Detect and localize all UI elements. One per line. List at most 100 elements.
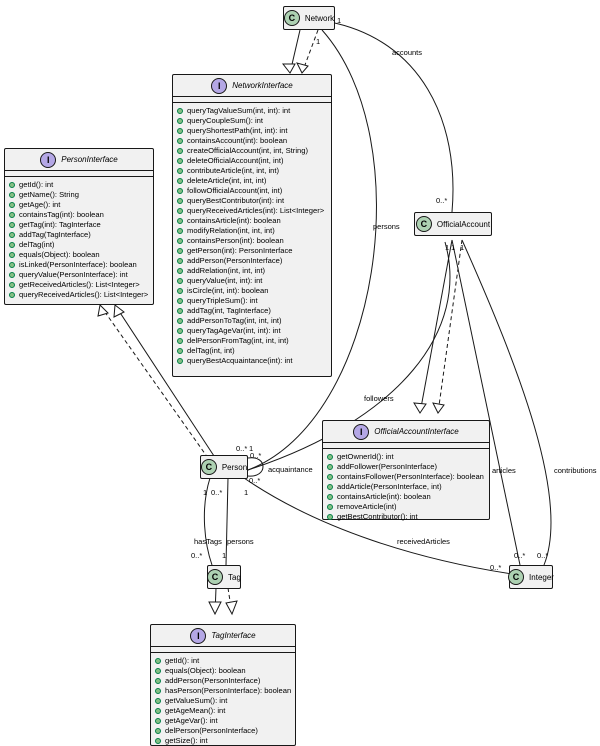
multiplicity-label: 0..* (436, 196, 448, 205)
method-signature: getAgeMean(): int (165, 706, 226, 715)
method-row: getAge(): int (9, 200, 149, 210)
public-visibility-icon (177, 128, 183, 134)
method-signature: getReceivedArticles(): List<Integer> (19, 280, 140, 289)
association-label: acquaintance (268, 465, 313, 474)
method-row: equals(Object): boolean (155, 666, 291, 676)
multiplicity-label: 0..* (514, 551, 526, 560)
public-visibility-icon (327, 454, 333, 460)
method-row: getReceivedArticles(): List<Integer> (9, 280, 149, 290)
method-row: containsPerson(int): boolean (177, 236, 327, 246)
method-row: queryCoupleSum(): int (177, 116, 327, 126)
method-signature: modifyRelation(int, int, int) (187, 226, 275, 235)
public-visibility-icon (9, 272, 15, 278)
method-signature: equals(Object): boolean (165, 666, 246, 675)
method-row: getSize(): int (155, 736, 291, 746)
class-badge-icon: C (508, 569, 525, 585)
class-network[interactable]: C Network (283, 6, 335, 30)
interface-networkinterface[interactable]: I NetworkInterface queryTagValueSum(int,… (172, 74, 332, 377)
method-signature: containsAccount(int): boolean (187, 136, 288, 145)
public-visibility-icon (155, 668, 161, 674)
arrowhead-taginterface-1 (208, 601, 222, 616)
public-visibility-icon (9, 222, 15, 228)
interface-badge-icon: I (40, 151, 57, 168)
method-signature: isCircle(int, int): boolean (187, 286, 269, 295)
public-visibility-icon (9, 242, 15, 248)
method-row: addTag(int, TagInterface) (177, 306, 327, 316)
method-row: addPerson(PersonInterface) (155, 676, 291, 686)
class-badge-icon: C (283, 10, 300, 26)
method-row: queryShortestPath(int, int): int (177, 126, 327, 136)
interface-officialaccountinterface[interactable]: I OfficialAccountInterface getOwnerId():… (322, 420, 490, 522)
fields-separator (5, 171, 153, 177)
arrowhead-taginterface-2 (225, 600, 238, 616)
method-row: isLinked(PersonInterface): boolean (9, 260, 149, 270)
method-row: queryTagAgeVar(int, int): int (177, 326, 327, 336)
public-visibility-icon (177, 218, 183, 224)
method-row: queryTripleSum(): int (177, 296, 327, 306)
multiplicity-label: 1 (460, 243, 465, 252)
class-tag[interactable]: C Tag (207, 565, 241, 589)
method-signature: queryTagAgeVar(int, int): int (187, 326, 281, 335)
association-contributions (461, 239, 552, 566)
association-accounts (329, 21, 454, 213)
public-visibility-icon (177, 118, 183, 124)
association-acquaintance (247, 457, 264, 477)
class-title: Network (304, 13, 335, 23)
class-officialaccount[interactable]: C OfficialAccount (414, 212, 492, 236)
multiplicity-label: 0..* (490, 563, 502, 572)
multiplicity-label: 1 (445, 243, 450, 252)
association-label: accounts (392, 48, 423, 57)
public-visibility-icon (327, 474, 333, 480)
method-signature: getPerson(int): PersonInterface (187, 246, 293, 255)
method-signature: isLinked(PersonInterface): boolean (19, 260, 137, 269)
method-signature: queryReceivedArticles(): List<Integer> (19, 290, 149, 299)
public-visibility-icon (177, 288, 183, 294)
method-row: equals(Object): boolean (9, 250, 149, 260)
interface-title: NetworkInterface (232, 81, 293, 90)
multiplicity-label: 0..* (250, 451, 262, 460)
public-visibility-icon (155, 698, 161, 704)
public-visibility-icon (177, 278, 183, 284)
fields-separator (173, 97, 331, 103)
method-row: containsFollower(PersonInterface): boole… (327, 472, 485, 482)
public-visibility-icon (177, 178, 183, 184)
method-row: getPerson(int): PersonInterface (177, 246, 327, 256)
class-title: Tag (228, 572, 241, 582)
method-signature: removeArticle(int) (337, 502, 397, 511)
method-row: addArticle(PersonInterface, int) (327, 482, 485, 492)
method-row: queryBestContributor(int): int (177, 196, 327, 206)
public-visibility-icon (327, 514, 333, 520)
multiplicity-label: 1 (451, 243, 456, 252)
method-row: deleteArticle(int, int, int) (177, 176, 327, 186)
method-signature: addTag(int, TagInterface) (187, 306, 271, 315)
method-signature: equals(Object): boolean (19, 250, 100, 259)
fields-separator (151, 647, 295, 653)
method-signature: queryShortestPath(int, int): int (187, 126, 288, 135)
person-realizes-interface (114, 304, 215, 457)
method-signature: queryTagValueSum(int, int): int (187, 106, 291, 115)
public-visibility-icon (155, 658, 161, 664)
public-visibility-icon (9, 192, 15, 198)
method-signature: queryBestAcquaintance(int): int (187, 356, 293, 365)
association-label: receivedArticles (397, 537, 450, 546)
class-person[interactable]: C Person (200, 455, 248, 479)
method-signature: addPerson(PersonInterface) (187, 256, 283, 265)
public-visibility-icon (177, 138, 183, 144)
method-row: getOwnerId(): int (327, 452, 485, 462)
public-visibility-icon (177, 238, 183, 244)
association-followers (247, 241, 451, 471)
method-row: addRelation(int, int, int) (177, 266, 327, 276)
public-visibility-icon (177, 358, 183, 364)
class-integer[interactable]: C Integer (508, 565, 554, 589)
public-visibility-icon (9, 202, 15, 208)
officialaccount-realizes-interface-dashed (437, 239, 463, 414)
public-visibility-icon (177, 188, 183, 194)
method-signature: containsArticle(int): boolean (187, 216, 281, 225)
public-visibility-icon (177, 198, 183, 204)
method-row: getId(): int (9, 180, 149, 190)
